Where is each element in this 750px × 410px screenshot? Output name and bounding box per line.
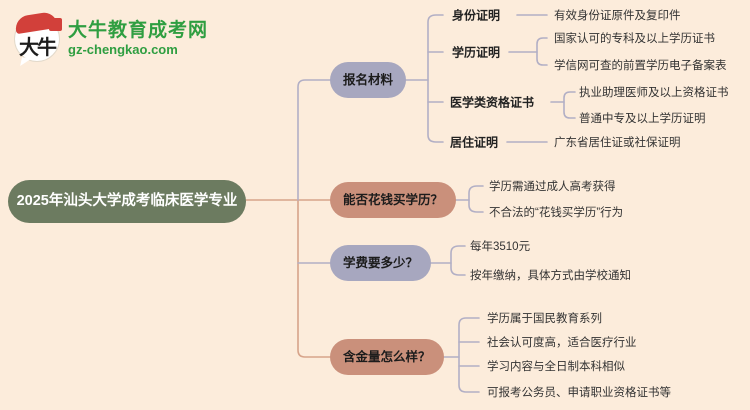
- leaf-item: 学历属于国民教育系列: [487, 313, 602, 325]
- logo-text-block: 大牛教育成考网 gz-chengkao.com: [68, 20, 208, 58]
- root-topic-node: 2025年汕头大学成考临床医学专业: [8, 180, 246, 223]
- leaf-item: 有效身份证原件及复印件: [554, 10, 681, 22]
- leaf-item: 可报考公务员、申请职业资格证书等: [487, 387, 671, 399]
- branch-node-value: 含金量怎么样？: [330, 339, 444, 375]
- logo-site-domain: gz-chengkao.com: [68, 42, 178, 57]
- leaf-item: 不合法的“花钱买学历”行为: [489, 207, 624, 219]
- logo-speech-bubble-icon: 大牛: [13, 10, 62, 68]
- subtopic-identity-proof: 身份证明: [452, 8, 501, 23]
- logo-bubble-text: 大牛: [19, 37, 57, 59]
- branch-node-materials: 报名材料: [330, 62, 407, 98]
- leaf-item: 学历需通过成人高考获得: [489, 181, 616, 193]
- leaf-item: 广东省居住证或社保证明: [554, 137, 681, 149]
- leaf-item: 执业助理医师及以上资格证书: [579, 87, 729, 99]
- leaf-item: 按年缴纳，具体方式由学校通知: [470, 270, 631, 282]
- subtopic-education-proof: 学历证明: [452, 45, 501, 60]
- leaf-item: 学习内容与全日制本科相似: [487, 361, 625, 373]
- leaf-item: 学信网可查的前置学历电子备案表: [554, 60, 727, 72]
- site-logo: 大牛 大牛教育成考网 gz-chengkao.com: [13, 10, 208, 68]
- logo-site-name: 大牛教育成考网: [68, 20, 209, 41]
- salmon-branch-lines: [245, 199, 332, 358]
- subtopic-medical-cert: 医学类资格证书: [450, 95, 535, 110]
- subtopic-residence-proof: 居住证明: [450, 135, 499, 150]
- branch-node-buy-degree: 能否花钱买学历？: [330, 182, 457, 218]
- logo-red-seal-icon: [49, 18, 62, 31]
- branch-node-tuition: 学费要多少？: [330, 245, 432, 281]
- leaf-item: 国家认可的专科及以上学历证书: [554, 33, 715, 45]
- leaf-item: 每年3510元: [470, 241, 531, 253]
- leaf-item: 普通中专及以上学历证明: [579, 113, 706, 125]
- leaf-item: 社会认可度高，适合医疗行业: [487, 337, 637, 349]
